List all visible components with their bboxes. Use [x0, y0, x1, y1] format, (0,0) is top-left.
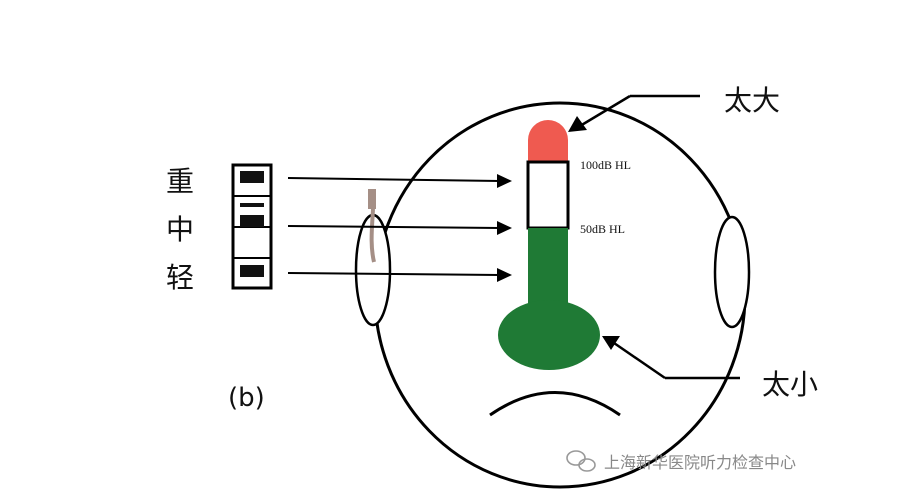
mouth-arc	[489, 391, 621, 417]
level-meter	[231, 163, 273, 290]
hearing-aid-device	[368, 189, 376, 263]
label-too-loud: 太大	[724, 84, 781, 117]
right-ear	[713, 215, 751, 329]
label-too-soft: 太小	[762, 368, 819, 401]
label-medium: 中	[166, 213, 195, 246]
label-mild: 轻	[166, 261, 195, 294]
label-50db: 50dB HL	[580, 222, 625, 236]
thermometer-white-zone	[526, 160, 570, 230]
arrow-severe	[287, 177, 501, 182]
wechat-icon	[566, 450, 596, 472]
watermark-text: 上海新华医院听力检查中心	[604, 453, 797, 472]
thermometer-red-zone	[528, 120, 568, 162]
arrow-medium	[287, 225, 501, 229]
thermometer	[498, 120, 600, 370]
thermometer-green-bulb	[498, 300, 600, 370]
panel-label: (b)	[228, 383, 265, 413]
label-100db: 100dB HL	[580, 158, 631, 172]
thermometer-green-stem	[528, 228, 568, 308]
label-severe: 重	[166, 165, 195, 198]
arrow-mild	[287, 272, 501, 276]
